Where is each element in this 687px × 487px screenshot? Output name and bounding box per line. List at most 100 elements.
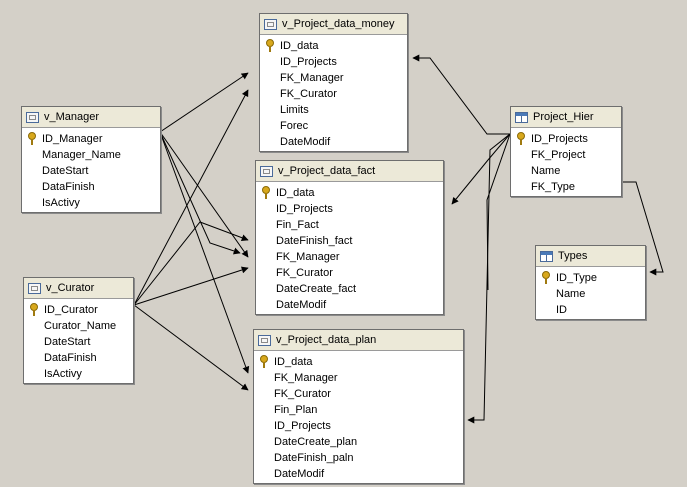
relationship-line[interactable] [159, 131, 249, 258]
column-name: Manager_Name [42, 149, 121, 161]
relationship-line[interactable] [133, 304, 249, 391]
column-row[interactable]: FK_Manager [256, 249, 443, 265]
column-row[interactable]: IsActivy [24, 366, 133, 382]
primary-key-icon [266, 39, 274, 53]
column-row[interactable]: ID_data [254, 354, 463, 370]
column-row[interactable]: ID_Type [536, 270, 645, 286]
relationship-line[interactable] [451, 133, 511, 205]
column-row[interactable]: DateStart [24, 334, 133, 350]
table-title: v_Manager [44, 111, 100, 123]
column-name: FK_Manager [276, 251, 340, 263]
relationship-line[interactable] [412, 54, 510, 135]
relationship-line[interactable] [159, 72, 249, 133]
column-name: Name [531, 165, 561, 177]
column-row[interactable]: ID_data [256, 185, 443, 201]
column-row[interactable]: DateModif [254, 466, 463, 482]
column-name: FK_Manager [280, 72, 344, 84]
relationship-line[interactable] [159, 131, 241, 255]
column-row[interactable]: Name [536, 286, 645, 302]
column-name: ID_data [280, 40, 319, 52]
column-row[interactable]: DataFinish [24, 350, 133, 366]
column-name: Name [556, 288, 586, 300]
column-name: FK_Curator [280, 88, 337, 100]
column-row[interactable]: ID_Projects [511, 131, 621, 147]
column-row[interactable]: ID_data [260, 38, 407, 54]
column-name: DataFinish [44, 352, 97, 364]
primary-key-icon [28, 132, 36, 146]
column-row[interactable]: IsActivy [22, 195, 160, 211]
column-name: Limits [280, 104, 309, 116]
table-title-bar[interactable]: Project_Hier [511, 107, 621, 128]
relationship-line[interactable] [467, 133, 511, 424]
column-row[interactable]: ID_Manager [22, 131, 160, 147]
table-title-bar[interactable]: Types [536, 246, 645, 267]
column-name: FK_Curator [276, 267, 333, 279]
column-row[interactable]: FK_Curator [260, 86, 407, 102]
column-name: ID_Projects [276, 203, 333, 215]
column-row[interactable]: ID_Curator [24, 302, 133, 318]
column-row[interactable]: FK_Curator [256, 265, 443, 281]
column-row[interactable]: FK_Project [511, 147, 621, 163]
column-row[interactable]: Curator_Name [24, 318, 133, 334]
column-name: DateStart [44, 336, 91, 348]
key-slot [536, 271, 556, 285]
column-row[interactable]: DateFinish_paln [254, 450, 463, 466]
relationship-line[interactable] [159, 131, 250, 374]
column-row[interactable]: ID_Projects [260, 54, 407, 70]
table-title-bar[interactable]: v_Project_data_money [260, 14, 407, 35]
column-row[interactable]: DateCreate_fact [256, 281, 443, 297]
view-icon [264, 18, 277, 30]
column-row[interactable]: FK_Manager [254, 370, 463, 386]
table-title-bar[interactable]: v_Project_data_plan [254, 330, 463, 351]
column-row[interactable]: FK_Type [511, 179, 621, 195]
column-name: DateModif [280, 136, 331, 148]
column-row[interactable]: FK_Manager [260, 70, 407, 86]
column-name: DateStart [42, 165, 89, 177]
relationship-line[interactable] [133, 266, 249, 306]
table-title-bar[interactable]: v_Curator [24, 278, 133, 299]
table-title: v_Curator [46, 282, 95, 294]
relationship-line[interactable] [133, 221, 249, 306]
table-title-bar[interactable]: v_Project_data_fact [256, 161, 443, 182]
table-title-bar[interactable]: v_Manager [22, 107, 160, 128]
column-name: ID_Curator [44, 304, 98, 316]
column-row[interactable]: Fin_Fact [256, 217, 443, 233]
column-name: ID_Projects [531, 133, 588, 145]
column-row[interactable]: DateModif [256, 297, 443, 313]
column-row[interactable]: DateFinish_fact [256, 233, 443, 249]
column-row[interactable]: DateModif [260, 134, 407, 150]
column-row[interactable]: DateStart [22, 163, 160, 179]
column-name: ID_Projects [280, 56, 337, 68]
column-row[interactable]: ID_Projects [254, 418, 463, 434]
view-icon [26, 111, 39, 123]
column-name: Curator_Name [44, 320, 117, 332]
column-row[interactable]: FK_Curator [254, 386, 463, 402]
relationship-line[interactable] [486, 133, 511, 291]
column-row[interactable]: Name [511, 163, 621, 179]
column-name: Forec [280, 120, 309, 132]
column-row[interactable]: DateCreate_plan [254, 434, 463, 450]
key-slot [254, 355, 274, 369]
column-row[interactable]: Fin_Plan [254, 402, 463, 418]
column-row[interactable]: Forec [260, 118, 407, 134]
column-row[interactable]: Manager_Name [22, 147, 160, 163]
column-name: FK_Manager [274, 372, 338, 384]
column-row[interactable]: ID [536, 302, 645, 318]
column-row[interactable]: Limits [260, 102, 407, 118]
column-row[interactable]: DataFinish [22, 179, 160, 195]
column-name: ID_data [276, 187, 315, 199]
table-title: v_Project_data_money [282, 18, 395, 30]
column-row[interactable]: ID_Projects [256, 201, 443, 217]
